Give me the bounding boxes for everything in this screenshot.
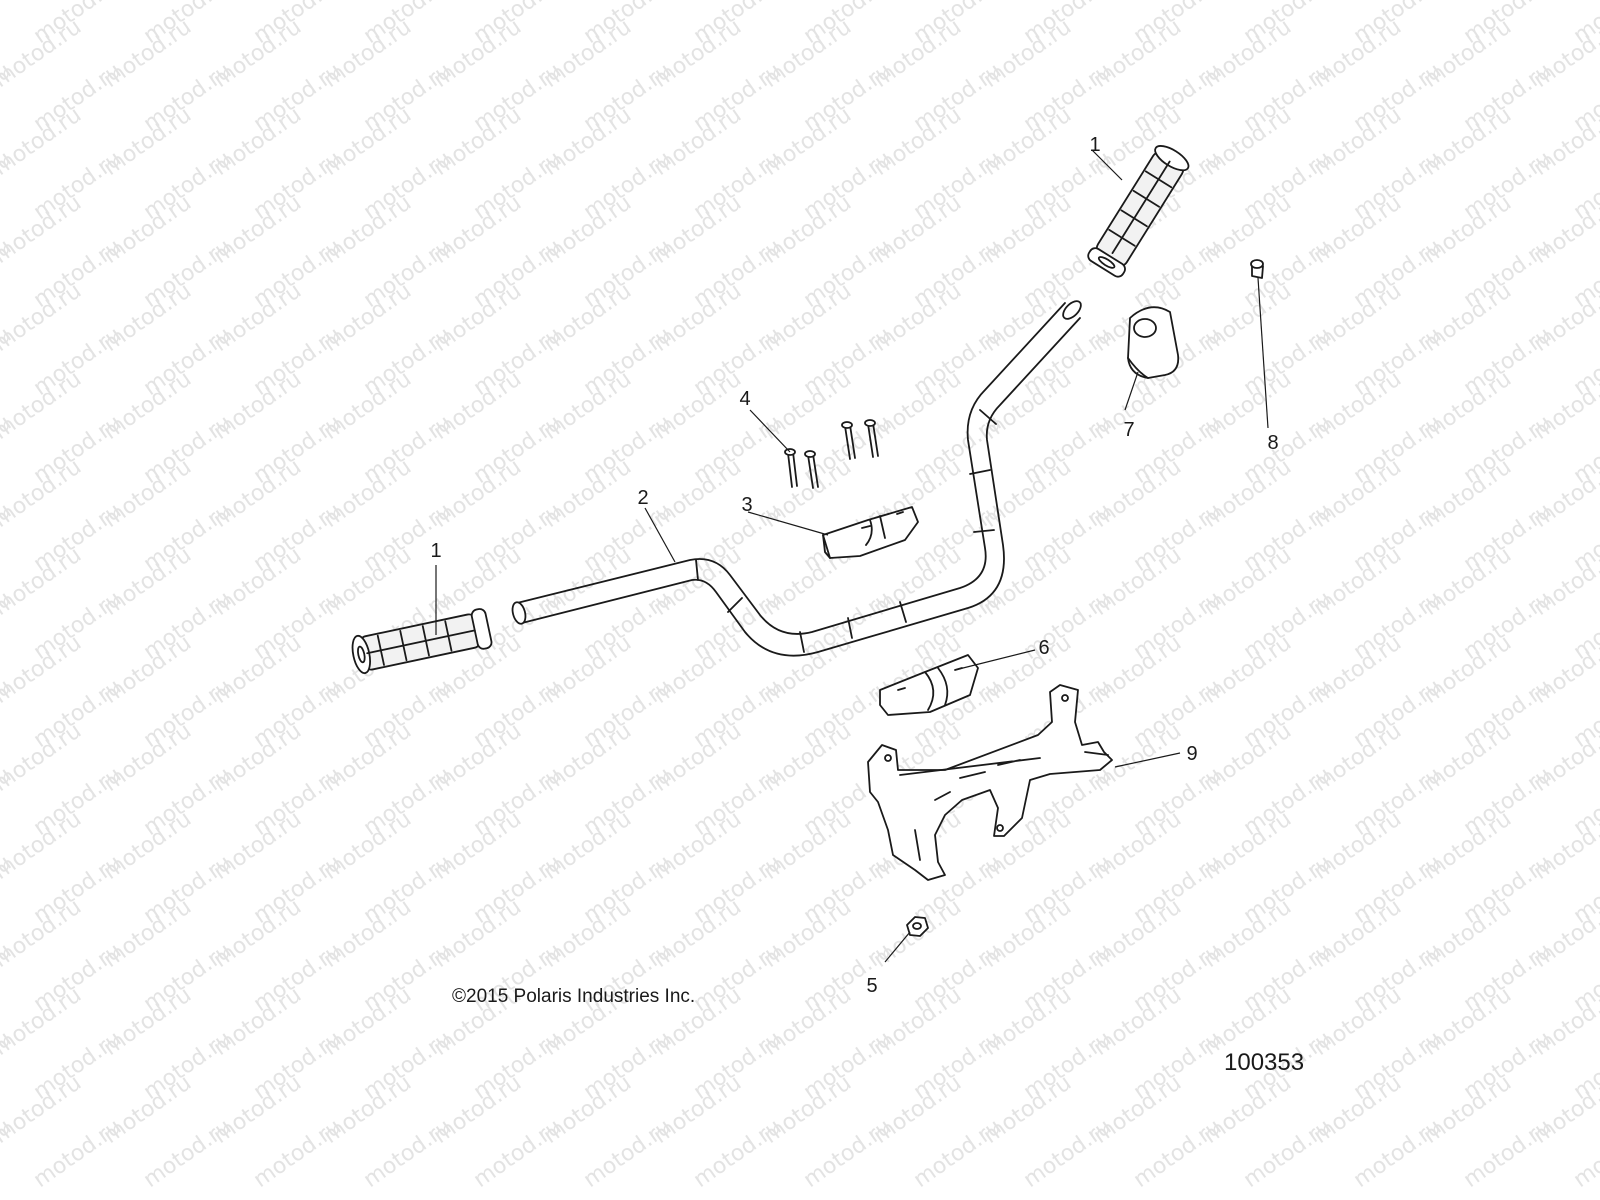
leader-lines [435,149,1269,963]
end-plug [1250,259,1264,279]
watermark-text: motod.ru [1239,1115,1336,1193]
watermark-text: motod.ru [359,1115,456,1193]
watermark-text: motod.ru [1129,1115,1226,1193]
upper-clamp [822,506,919,559]
mounting-bracket [867,684,1113,881]
callout-7: 7 [1123,419,1134,441]
watermark-text: motod.ru [139,1115,236,1193]
watermark-text: motod.ru [689,1115,786,1193]
watermark-text: motod.ru [0,0,16,49]
callout-labels: 1 1 2 3 4 5 6 7 8 9 [430,134,1278,997]
callout-1-right: 1 [1089,134,1100,156]
callout-4: 4 [739,388,750,410]
crossbar-pad [1127,306,1180,379]
watermark-text: motod.ru [1349,1115,1446,1193]
callout-3: 3 [741,494,752,516]
callout-5: 5 [866,975,877,997]
watermark-text: motod.ru [249,1115,346,1193]
clamp-bolts [784,419,879,489]
callout-2: 2 [637,487,648,509]
callout-1-left: 1 [430,540,441,562]
left-grip [351,608,493,675]
watermark-text: motod.ru [469,1115,566,1193]
callout-9: 9 [1186,743,1197,765]
lower-clamp [879,654,979,716]
watermark-text: motod.ru [799,1115,896,1193]
watermark-text: motod.ru [29,1115,126,1193]
nut [906,916,929,937]
watermark-text: motod.ru [909,1115,1006,1193]
figure-number: 100353 [1224,1049,1304,1076]
watermark-text: motod.ru [579,1115,676,1193]
callout-8: 8 [1267,432,1278,454]
callout-6: 6 [1038,637,1049,659]
watermark-text: motod.ru [1019,1115,1116,1193]
copyright-notice: ©2015 Polaris Industries Inc. [452,986,695,1007]
handlebar [511,300,1082,657]
right-grip [1087,145,1190,278]
watermark-text: motod.ru [1459,1115,1556,1193]
